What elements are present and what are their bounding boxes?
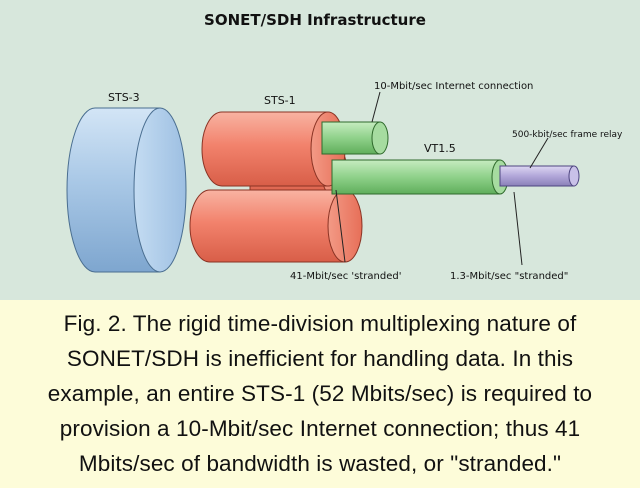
figure-caption: Fig. 2. The rigid time-division multiple… — [6, 306, 634, 481]
cable-diagram: SONET/SDH Infrastructure — [0, 0, 640, 300]
diagram-title: SONET/SDH Infrastructure — [204, 11, 426, 29]
sts1-cable-bottom — [189, 189, 363, 263]
sts3-cable — [66, 107, 187, 273]
caption-line: Fig. 2. The rigid time-division multiple… — [63, 311, 577, 336]
vt15-label: VT1.5 — [424, 142, 456, 155]
stranded-41-label: 41-Mbit/sec 'stranded' — [290, 271, 401, 282]
internet-connection-label: 10-Mbit/sec Internet connection — [374, 81, 533, 92]
sts1-label: STS-1 — [264, 94, 296, 107]
frame-relay-cable — [499, 165, 580, 187]
caption-line: SONET/SDH is inefficient for handling da… — [66, 346, 574, 371]
caption-line: provision a 10-Mbit/sec Internet connect… — [59, 416, 581, 441]
cable-illustration: SONET/SDH Infrastructure — [66, 11, 623, 282]
leader-lines — [335, 91, 549, 266]
sts3-label: STS-3 — [108, 91, 140, 104]
stranded-13-label: 1.3-Mbit/sec "stranded" — [450, 271, 568, 282]
frame-relay-label: 500-kbit/sec frame relay — [512, 130, 623, 140]
caption-line: Mbits/sec of bandwidth is wasted, or "st… — [78, 451, 562, 476]
vt15-cable — [331, 159, 509, 195]
caption-line: example, an entire STS-1 (52 Mbits/sec) … — [47, 381, 593, 406]
caption-background — [0, 300, 640, 488]
internet-cable — [321, 121, 389, 155]
